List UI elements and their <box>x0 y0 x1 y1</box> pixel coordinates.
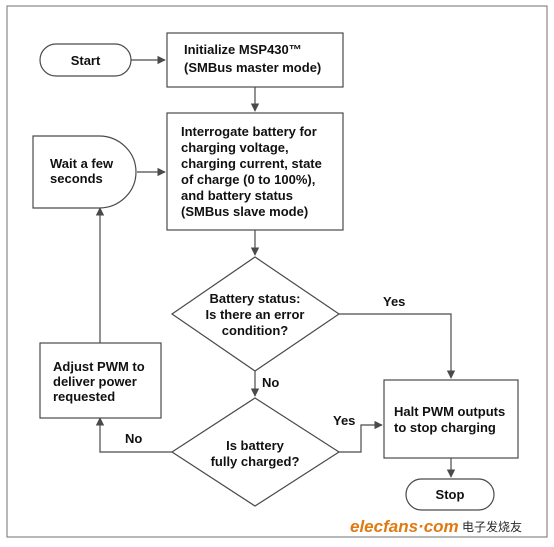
outer-frame <box>6 5 548 538</box>
error-yes-label: Yes <box>383 294 405 309</box>
adjust-line-1: Adjust PWM to <box>53 359 145 374</box>
init-line-1: Initialize MSP430™ <box>184 42 302 57</box>
stop-label: Stop <box>436 487 465 502</box>
adjust-node: Adjust PWM to deliver power requested <box>39 342 162 419</box>
adjust-line-2: deliver power <box>53 374 137 389</box>
wait-line-2: seconds <box>50 171 103 186</box>
svg-text:elecfans·com: elecfans·com <box>350 517 459 536</box>
interrogate-node: Interrogate battery for charging voltage… <box>166 112 344 231</box>
stop-node: Stop <box>405 478 495 511</box>
charged-yes-label: Yes <box>333 413 355 428</box>
watermark-tld: com <box>424 517 459 536</box>
interrogate-line-2: charging voltage, <box>181 140 289 155</box>
charged-decision-line-1: Is battery <box>226 438 285 453</box>
charged-decision-node: Is battery fully charged? <box>170 397 341 507</box>
watermark-brand: elecfans <box>350 517 418 536</box>
start-node: Start <box>39 43 132 77</box>
edge-charged-no <box>95 417 172 453</box>
wait-line-1: Wait a few <box>50 156 114 171</box>
interrogate-line-1: Interrogate battery for <box>181 124 317 139</box>
watermark-dot: · <box>418 517 424 536</box>
init-line-2: (SMBus master mode) <box>184 60 321 75</box>
watermark-cn: 电子发烧友 <box>462 519 522 534</box>
start-label: Start <box>71 53 101 68</box>
init-node: Initialize MSP430™ (SMBus master mode) <box>166 32 344 88</box>
interrogate-line-4: of charge (0 to 100%), <box>181 172 315 187</box>
charged-decision-line-2: fully charged? <box>211 454 300 469</box>
edge-error-yes <box>339 313 456 379</box>
error-no-label: No <box>262 375 279 390</box>
wait-node: Wait a few seconds <box>32 135 137 209</box>
error-decision-line-3: condition? <box>222 323 288 338</box>
watermark: elecfans·com 电子发烧友 <box>350 517 522 536</box>
interrogate-line-3: charging current, state <box>181 156 322 171</box>
error-decision-node: Battery status: Is there an error condit… <box>170 256 341 372</box>
edge-charged-yes <box>339 420 383 453</box>
halt-line-2: to stop charging <box>394 420 496 435</box>
interrogate-line-5: and battery status <box>181 188 293 203</box>
error-decision-line-2: Is there an error <box>206 307 305 322</box>
error-decision-line-1: Battery status: <box>209 291 300 306</box>
charged-no-label: No <box>125 431 142 446</box>
halt-line-1: Halt PWM outputs <box>394 404 505 419</box>
adjust-line-3: requested <box>53 389 115 404</box>
interrogate-line-6: (SMBus slave mode) <box>181 204 308 219</box>
halt-node: Halt PWM outputs to stop charging <box>383 379 519 459</box>
